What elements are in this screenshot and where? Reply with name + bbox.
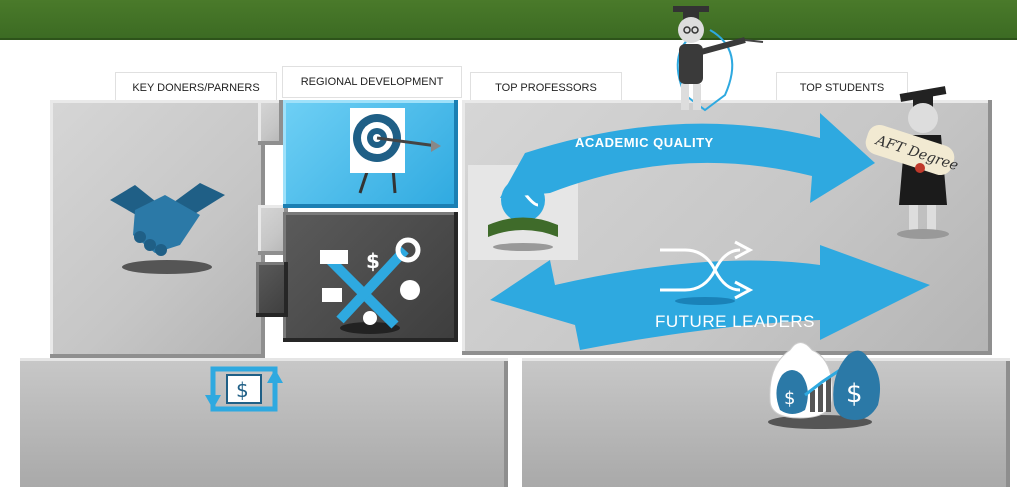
label-regional-development: REGIONAL DEVELOPMENT [282,66,462,98]
tile-key-donors-notch [258,100,283,145]
money-cycle-icon: $ [205,366,283,412]
academic-quality-arrow [500,113,875,203]
target-icon [350,108,441,194]
professor-figure [673,6,764,112]
header-bar [0,0,1017,40]
label-top-students: TOP STUDENTS [776,72,908,104]
svg-text:$: $ [846,379,863,409]
tile-regional-tools-tab [256,262,288,317]
label-key-donors: KEY DONERS/PARNERS [115,72,277,104]
tile-bottom-right [522,358,1010,487]
tile-bottom-left [20,358,508,487]
handshake-icon [110,183,225,274]
money-bags-icon: $ $ [768,342,881,429]
graduate-figure: AFT Degree [865,86,960,239]
future-leaders-label: FUTURE LEADERS [655,312,816,331]
tools-icon: $ [320,237,421,334]
shuffle-icon [660,240,754,305]
academic-quality-label: ACADEMIC QUALITY [575,135,714,150]
svg-text:$: $ [366,249,380,273]
svg-text:$: $ [784,388,795,409]
svg-text:$: $ [236,378,249,402]
